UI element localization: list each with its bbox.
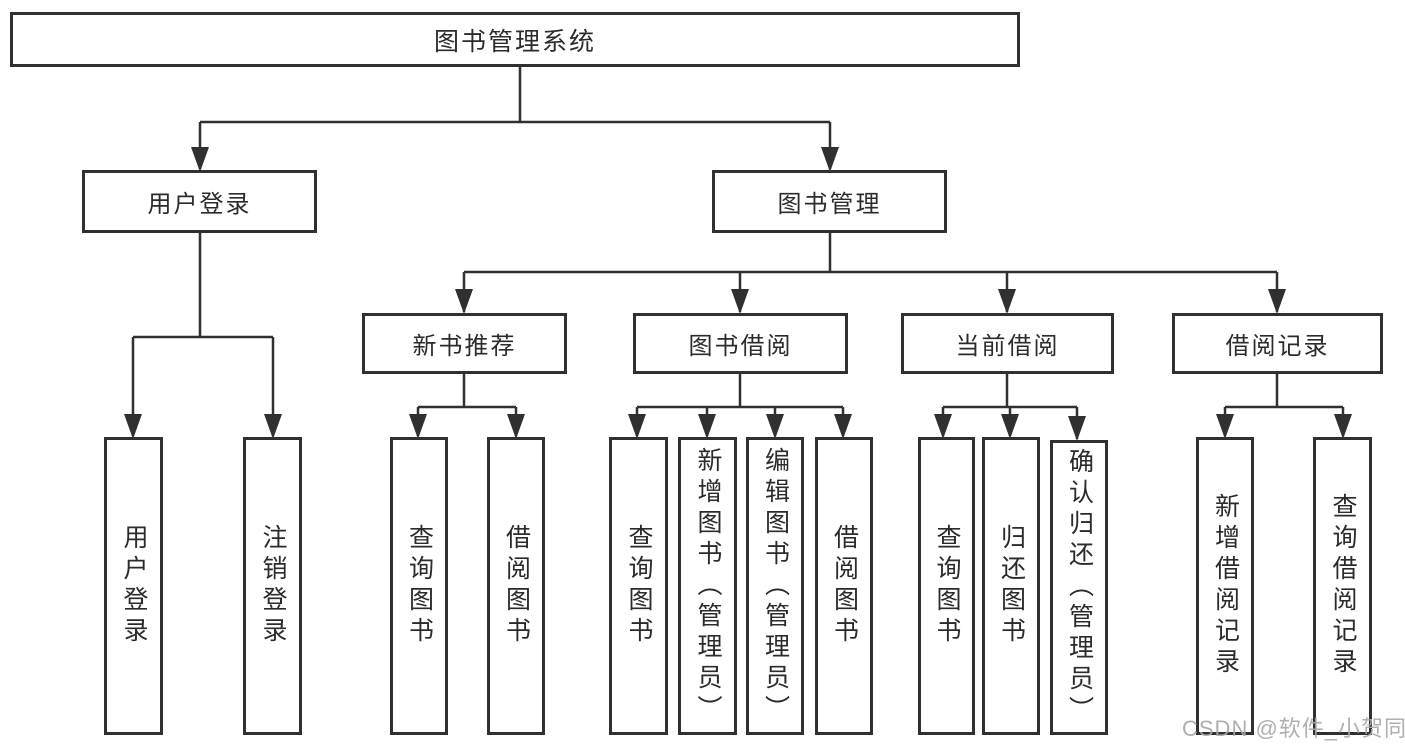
- node-label: 新书推荐: [412, 333, 517, 360]
- leaf-query-borrow-record: 查询借阅记录: [1313, 437, 1372, 735]
- node-label: 用户登录: [147, 191, 252, 218]
- leaf-query-books-borrow: 查询图书: [609, 437, 668, 735]
- node-label: 查询图书: [933, 524, 961, 648]
- arrowheads: [124, 147, 1352, 441]
- node-new-book-recommendation: 新书推荐: [362, 313, 567, 374]
- node-user-login: 用户登录: [82, 170, 317, 233]
- leaf-borrow-books: 借阅图书: [815, 437, 873, 735]
- node-label: 归还图书: [997, 524, 1026, 648]
- node-book-borrowing: 图书借阅: [633, 313, 848, 374]
- leaf-query-books-current: 查询图书: [918, 437, 975, 735]
- leaf-return-books: 归还图书: [982, 437, 1040, 735]
- node-label: 注销登录: [259, 524, 287, 648]
- node-label: 借阅图书: [830, 524, 859, 648]
- node-label: 图书借阅: [688, 333, 793, 360]
- node-label: 当前借阅: [955, 333, 1060, 360]
- leaf-add-borrow-record: 新增借阅记录: [1196, 437, 1254, 735]
- node-book-management: 图书管理: [712, 170, 947, 233]
- page-watermark: CSDN @软件_小贺同学: [1182, 716, 1405, 741]
- leaf-logout-login: 注销登录: [243, 437, 302, 735]
- leaf-add-books-admin: 新增图书（管理员）: [678, 437, 737, 735]
- leaf-user-login: 用户登录: [104, 437, 163, 735]
- leaf-edit-books-admin: 编辑图书（管理员）: [746, 437, 804, 735]
- node-label: 查询借阅记录: [1329, 493, 1357, 679]
- node-label: 新增图书（管理员）: [694, 446, 722, 726]
- leaf-confirm-return-admin: 确认归还（管理员）: [1050, 440, 1108, 735]
- node-label: 查询图书: [625, 524, 653, 648]
- node-label: 借阅图书: [502, 524, 531, 648]
- leaf-borrow-books-recommend: 借阅图书: [487, 437, 545, 735]
- node-label: 借阅记录: [1225, 333, 1330, 360]
- node-label: 图书管理: [777, 191, 882, 218]
- leaf-query-books-recommend: 查询图书: [390, 437, 448, 735]
- node-label: 确认归还（管理员）: [1065, 448, 1094, 727]
- node-label: 新增借阅记录: [1211, 493, 1240, 679]
- node-current-borrowing: 当前借阅: [901, 313, 1114, 374]
- node-label: 用户登录: [120, 524, 148, 648]
- node-library-management-system: 图书管理系统: [10, 12, 1020, 67]
- node-label: 查询图书: [405, 524, 434, 648]
- node-label: 编辑图书（管理员）: [761, 446, 790, 726]
- node-label: 图书管理系统: [433, 27, 596, 56]
- node-borrowing-records: 借阅记录: [1172, 313, 1383, 374]
